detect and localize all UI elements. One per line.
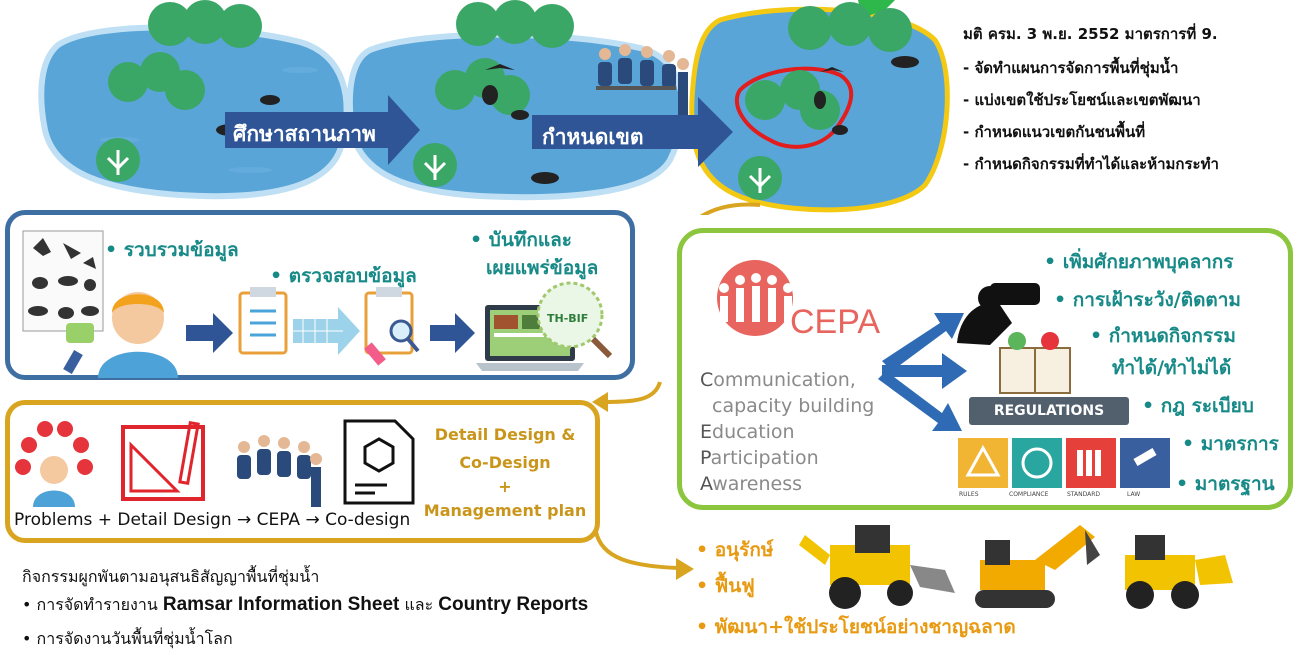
document-cube-icon xyxy=(343,419,415,505)
action-develop: • พัฒนา+ใช้ประโยชน์อย่างชาญฉลาด xyxy=(696,616,1016,638)
regulation-icons xyxy=(958,438,1170,488)
pond-1 xyxy=(38,24,350,200)
action-conserve: • อนุรักษ์ xyxy=(696,539,774,561)
step-verify-data: • ตรวจสอบข้อมูล xyxy=(270,265,417,287)
cepa-graphic xyxy=(878,283,1170,488)
cepa-logo-icon xyxy=(717,260,793,336)
branch-arrows xyxy=(878,313,967,431)
design-title-line3: + xyxy=(498,477,512,496)
obligations-line1: • การจัดทำรายงาน Ramsar Information Shee… xyxy=(22,594,589,615)
backhoe-loader-icon xyxy=(799,525,955,609)
design-title-line4: Management plan xyxy=(423,501,587,520)
design-title-line1: Detail Design & xyxy=(434,425,576,444)
step-collect-data: • รวบรวมข้อมูล xyxy=(105,239,239,261)
design-box: Detail Design & Co-Design + Management p… xyxy=(5,400,600,543)
design-workflow-graphic xyxy=(15,419,415,507)
cepa-item-capacity: • เพิ่มศักยภาพบุคลากร xyxy=(1044,251,1234,273)
problems-person-icon xyxy=(15,421,93,507)
cepa-item-activities-line2: ทำได้/ทำไม่ได้ xyxy=(1112,357,1232,379)
binocular-person-icon xyxy=(957,283,1040,345)
resolution-title: มติ ครม. 3 พ.ย. 2552 มาตรการที่ 9. xyxy=(963,25,1218,43)
verify-clipboard-icon xyxy=(364,287,420,366)
clipboard-icon xyxy=(238,287,288,355)
book-icon xyxy=(999,332,1071,394)
regulations-banner: REGULATIONS xyxy=(969,397,1129,425)
cepa-box: CEPA Communication, capacity building Ed… xyxy=(677,228,1293,510)
cepa-item-activities: • กำหนดกิจกรรม xyxy=(1090,325,1236,347)
grid-arrow-icon xyxy=(293,307,360,355)
arrow-icon xyxy=(430,313,475,353)
reg-label-compliance: COMPLIANCE xyxy=(1009,491,1049,498)
reg-label-rules: RULES xyxy=(959,491,979,498)
cepa-item-monitoring: • การเฝ้าระวัง/ติดตาม xyxy=(1054,289,1241,311)
flow-arrow-1 xyxy=(225,95,420,165)
step-record-line1: • บันทึกและ xyxy=(470,229,572,251)
cepa-word-participation: Participation xyxy=(700,447,819,469)
resolution-item: - กำหนดแนวเขตกันชนพื้นที่ xyxy=(963,123,1146,141)
resolution-item: - จัดทำแผนการจัดการพื้นที่ชุ่มน้ำ xyxy=(963,59,1179,77)
cepa-item-standards: • มาตรฐาน xyxy=(1176,473,1275,495)
resolution-item: - กำหนดกิจกรรมที่ทำได้และห้ามกระทำ xyxy=(963,155,1219,173)
step-zoning-label: กำหนดเขต xyxy=(542,125,644,149)
blueprint-icon xyxy=(121,421,205,501)
person-avatar-icon xyxy=(63,292,178,378)
cepa-word-awareness: Awareness xyxy=(700,473,803,495)
team-meeting-icon xyxy=(237,435,322,507)
design-flow-text: Problems + Detail Design → CEPA → Co-des… xyxy=(14,510,411,530)
reg-label-standard: STANDARD xyxy=(1067,491,1101,498)
cepa-item-measures: • มาตรการ xyxy=(1182,433,1279,455)
resolution-item: - แบ่งเขตใช้ประโยชน์และเขตพัฒนา xyxy=(963,91,1201,109)
obligations-heading: กิจกรรมผูกพันตามอนุสนธิสัญญาพื้นที่ชุ่มน… xyxy=(22,567,320,586)
th-bif-label: TH-BIF xyxy=(547,312,589,325)
arrow-icon xyxy=(186,313,233,353)
design-title-line2: Co-Design xyxy=(459,453,551,472)
wetland-illustration xyxy=(38,0,950,215)
cepa-word-capacity: capacity building xyxy=(712,395,875,417)
connector-line xyxy=(699,202,761,215)
construction-machines xyxy=(799,525,1233,609)
wheel-loader-icon xyxy=(1125,535,1233,609)
th-bif-badge-icon xyxy=(536,281,613,359)
cepa-item-rules: • กฎ ระเบียบ xyxy=(1142,395,1254,417)
connector-arrow xyxy=(592,381,662,412)
connector-arrow xyxy=(594,531,694,580)
cepa-logo-text: CEPA xyxy=(790,303,881,341)
tree-icons xyxy=(96,0,912,200)
step-record-line2: เผยแพร่ข้อมูล xyxy=(486,257,599,279)
data-management-box: • รวบรวมข้อมูล • ตรวจสอบข้อมูล • บันทึกแ… xyxy=(5,210,635,380)
obligations-line2: • การจัดงานวันพื้นที่ชุ่มน้ำโลก xyxy=(22,629,233,648)
meeting-people-icon xyxy=(596,44,689,120)
cepa-word-education: Education xyxy=(700,421,795,443)
species-sheet-icon xyxy=(22,230,104,332)
action-restore: • ฟื้นฟู xyxy=(696,575,755,597)
flow-arrow-2 xyxy=(532,97,733,167)
reg-label-law: LAW xyxy=(1127,491,1141,498)
cepa-word-communication: Communication, xyxy=(700,369,856,391)
data-workflow-graphic xyxy=(22,230,613,378)
excavator-icon xyxy=(975,525,1100,608)
step-study-status-label: ศึกษาสถานภาพ xyxy=(233,122,376,146)
